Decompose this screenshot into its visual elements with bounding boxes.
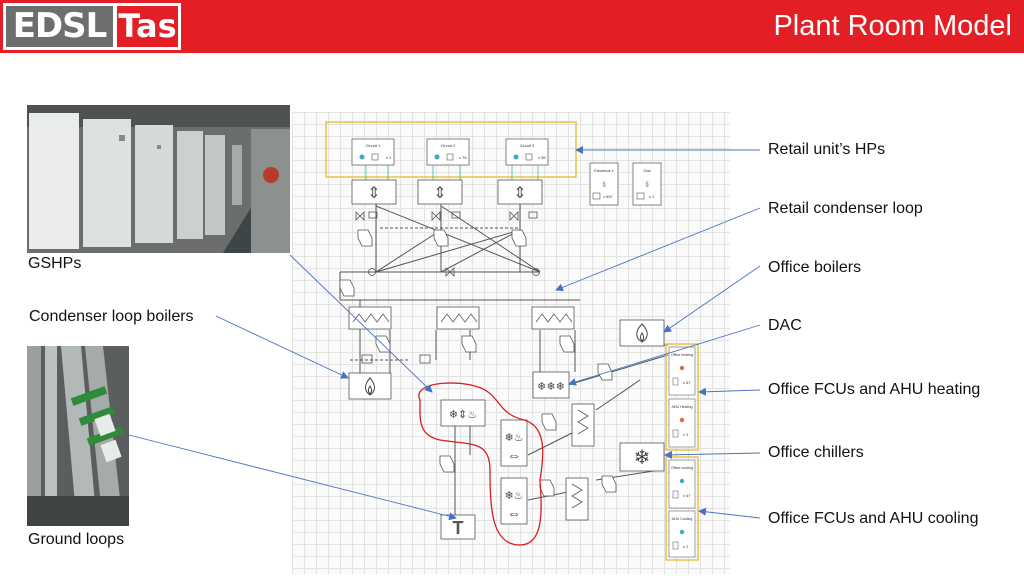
circuit-1-multiplier: x 2 bbox=[386, 155, 392, 160]
snowflake-flame-icon: ❄♨ bbox=[504, 432, 523, 444]
flame-icon bbox=[636, 323, 648, 343]
meter-icon bbox=[636, 192, 645, 200]
bidirectional-arrow-icon: ⇔ bbox=[507, 505, 521, 521]
meter-icon bbox=[371, 153, 379, 161]
condenser-loop-boiler[interactable] bbox=[348, 372, 392, 400]
flame-icon bbox=[365, 377, 375, 396]
meter-icon bbox=[672, 377, 679, 386]
label-gshps: GSHPs bbox=[28, 255, 82, 272]
electrical-meter-name: Electrical 1 bbox=[594, 168, 614, 173]
meter-icon bbox=[672, 429, 679, 438]
label-office-fcus-ahu-heating: Office FCUs and AHU heating bbox=[768, 381, 981, 398]
logo-tas-text: Tas bbox=[117, 6, 178, 47]
header-bar: EDSL Tas Plant Room Model bbox=[0, 0, 1024, 53]
pumps bbox=[339, 229, 617, 497]
snowflake-icon bbox=[679, 478, 685, 484]
ground-loops-photo-illustration bbox=[27, 346, 129, 526]
label-condenser-loop-boilers: Condenser loop boilers bbox=[29, 308, 194, 325]
office-cooling-name: Office cooling bbox=[671, 466, 693, 470]
valves bbox=[355, 211, 540, 364]
cooling-units-highlight bbox=[665, 456, 699, 561]
logo-edsl-text: EDSL bbox=[6, 6, 113, 47]
snowflake-icon: ❄❄❄ bbox=[537, 381, 565, 393]
office-cooling-unit[interactable]: Office cooling x 67 bbox=[668, 459, 696, 509]
snowflake-icon bbox=[679, 529, 685, 535]
plug-icon: § bbox=[602, 182, 605, 188]
office-chiller[interactable]: ❄ bbox=[619, 442, 665, 472]
meter-icon bbox=[446, 153, 454, 161]
heat-exchangers bbox=[348, 306, 595, 521]
ahu-cooling-name: AHU Cooling bbox=[672, 517, 693, 521]
hp-icon bbox=[513, 154, 519, 160]
snowflake-flame-icon: ❄♨ bbox=[504, 490, 523, 502]
retail-heat-pumps[interactable]: ⇕ ⇕ ⇕ bbox=[351, 179, 543, 205]
updown-arrow-icon: ⇕ bbox=[513, 185, 526, 202]
callout-lines bbox=[128, 146, 761, 521]
circuit-3-multiplier: x 55 bbox=[538, 155, 546, 160]
ground-loops-photo bbox=[27, 346, 129, 526]
snowflake-icon: ❄ bbox=[634, 447, 651, 469]
circuit-2-box[interactable]: Circuit 2 x 76 bbox=[426, 138, 470, 166]
label-office-boilers: Office boilers bbox=[768, 259, 862, 276]
label-retail-unit-hps: Retail unit’s HPs bbox=[768, 141, 886, 158]
circuit-1-name: Circuit 1 bbox=[366, 143, 381, 148]
office-heating-multiplier: x 67 bbox=[683, 380, 691, 385]
circuit-3-name: Circuit 3 bbox=[520, 143, 535, 148]
plug-icon: § bbox=[645, 182, 648, 188]
gas-meter-box[interactable]: Gas § x 1 bbox=[632, 162, 662, 206]
circuit-3-box[interactable]: Circuit 3 x 55 bbox=[505, 138, 549, 166]
dac-unit[interactable]: ❄❄❄ bbox=[532, 371, 570, 399]
office-boiler[interactable] bbox=[619, 319, 665, 347]
updown-arrow-icon: ⇕ bbox=[367, 185, 380, 202]
meter-icon bbox=[672, 541, 679, 550]
updown-arrow-icon: ⇕ bbox=[433, 185, 446, 202]
gshp-photo bbox=[27, 105, 290, 253]
meter-icon bbox=[672, 490, 679, 499]
ahu-heating-unit[interactable]: AHU Heating x 3 bbox=[668, 398, 696, 448]
circuit-2-name: Circuit 2 bbox=[441, 143, 456, 148]
circuit-2-multiplier: x 76 bbox=[459, 155, 467, 160]
ahu-heating-multiplier: x 3 bbox=[683, 432, 689, 437]
office-heating-name: Office heating bbox=[671, 353, 693, 357]
flame-icon bbox=[679, 365, 685, 371]
heating-units-highlight bbox=[665, 343, 699, 451]
meter-icon bbox=[525, 153, 533, 161]
circuit-connectors bbox=[365, 165, 539, 180]
gshp-photo-illustration bbox=[27, 105, 290, 253]
electrical-meter-multiplier: x 657 bbox=[603, 194, 614, 199]
gshp-highlight-outline bbox=[418, 382, 544, 546]
label-office-chillers: Office chillers bbox=[768, 444, 864, 461]
gas-meter-name: Gas bbox=[643, 168, 650, 173]
ahu-cooling-multiplier: x 2 bbox=[683, 544, 689, 549]
label-ground-loops: Ground loops bbox=[28, 531, 125, 548]
label-dac: DAC bbox=[768, 317, 802, 334]
office-cooling-multiplier: x 67 bbox=[683, 493, 691, 498]
flame-icon bbox=[679, 417, 685, 423]
ahu-cooling-unit[interactable]: AHU Cooling x 2 bbox=[668, 510, 696, 558]
ahu-heating-name: AHU Heating bbox=[672, 405, 693, 409]
hp-icon bbox=[359, 154, 365, 160]
label-office-fcus-ahu-cooling: Office FCUs and AHU cooling bbox=[768, 510, 979, 527]
heat-cool-icon: ❄⇕♨ bbox=[449, 409, 477, 421]
electrical-meter-box[interactable]: Electrical 1 § x 657 bbox=[589, 162, 619, 206]
ground-loop-unit[interactable]: T bbox=[440, 514, 476, 540]
gas-meter-multiplier: x 1 bbox=[649, 194, 655, 199]
hp-icon bbox=[434, 154, 440, 160]
page-title: Plant Room Model bbox=[773, 10, 1012, 42]
meter-icon bbox=[592, 192, 601, 200]
office-heating-unit[interactable]: Office heating x 67 bbox=[668, 346, 696, 396]
ground-loop-icon: T bbox=[453, 518, 464, 538]
edsl-tas-logo: EDSL Tas bbox=[3, 3, 181, 50]
gshp-units[interactable]: ❄⇕♨ ❄♨ ⇔ ❄♨ ⇔ bbox=[440, 399, 528, 525]
label-retail-condenser-loop: Retail condenser loop bbox=[768, 200, 923, 217]
bidirectional-arrow-icon: ⇔ bbox=[507, 447, 521, 463]
circuit-1-box[interactable]: Circuit 1 x 2 bbox=[351, 138, 395, 166]
